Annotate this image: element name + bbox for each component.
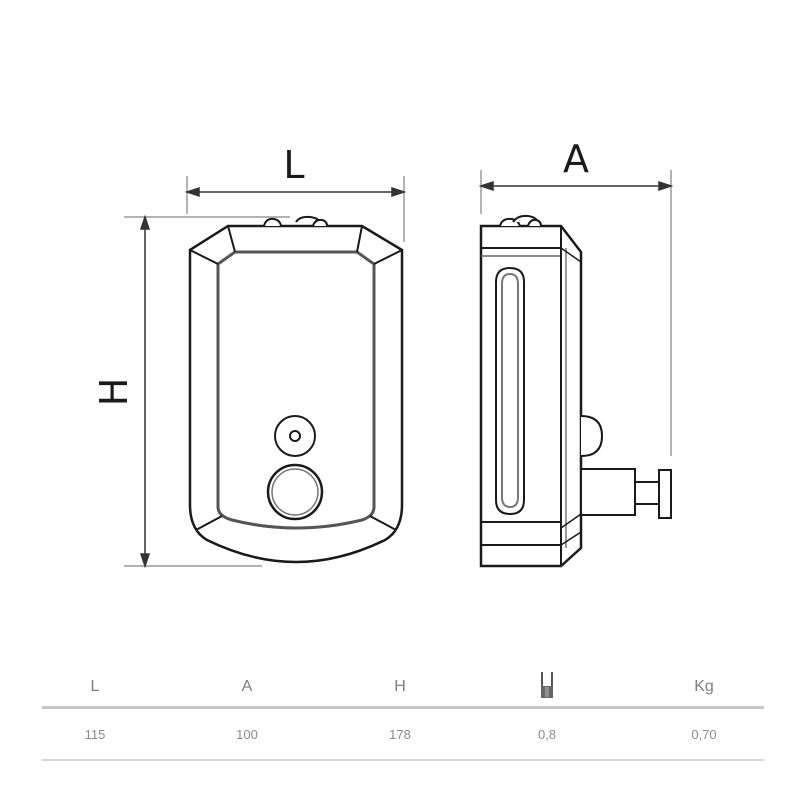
dimension-L [184, 176, 407, 242]
dimension-A [478, 170, 674, 456]
front-view [188, 215, 404, 564]
value-L: 115 [84, 726, 106, 742]
label-A: A [563, 137, 589, 181]
header-A: A [241, 678, 253, 695]
label-H: H [92, 378, 136, 407]
header-L: L [90, 678, 100, 695]
value-kg: 0,70 [691, 726, 717, 742]
spec-header-row: L A H Kg [42, 668, 764, 709]
header-kg: Kg [694, 678, 714, 695]
thickness-icon [541, 671, 553, 703]
header-H: H [394, 678, 406, 695]
dimension-H [124, 214, 290, 569]
spec-table: L A H Kg 115 100 178 0,8 0,70 [42, 668, 764, 761]
value-thickness: 0,8 [537, 726, 557, 742]
label-L: L [283, 143, 304, 187]
technical-drawing: L H A [92, 137, 674, 569]
value-H: 178 [389, 726, 411, 742]
spec-values-row: 115 100 178 0,8 0,70 [42, 709, 764, 761]
side-view [479, 214, 672, 568]
value-A: 100 [236, 726, 258, 742]
